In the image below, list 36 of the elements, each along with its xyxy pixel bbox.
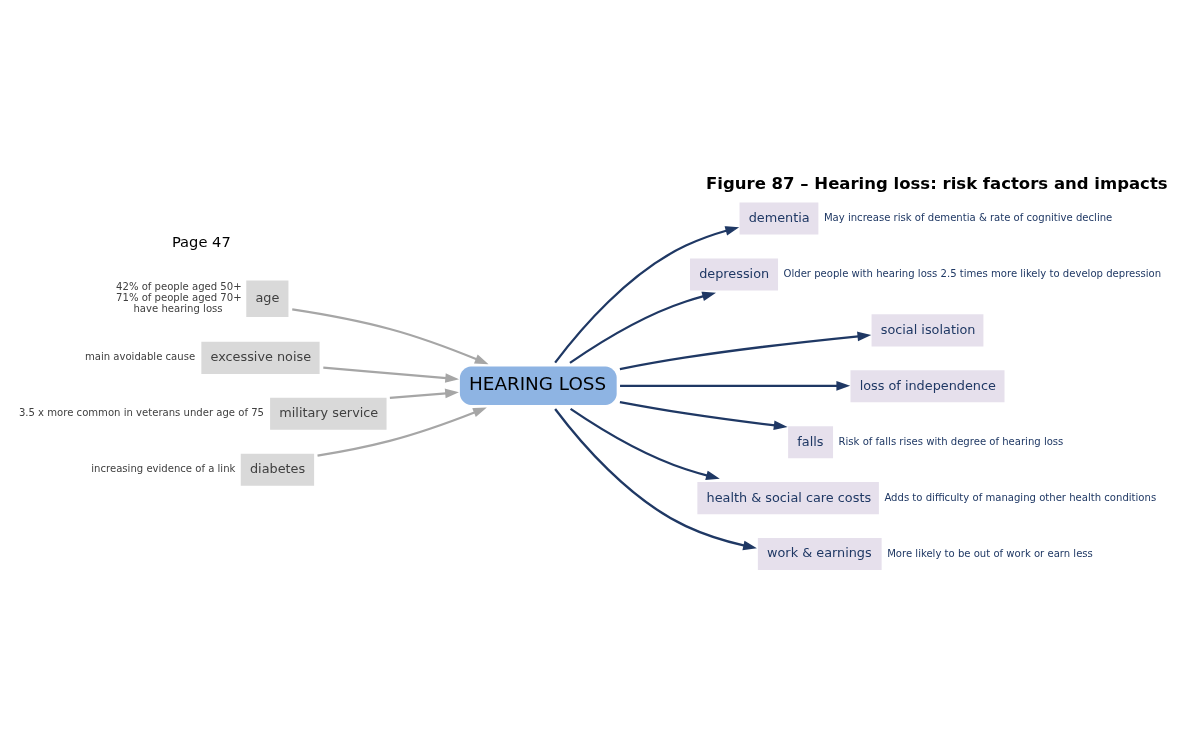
node-box: HEARING LOSS [459, 366, 617, 405]
node-box: diabetes [240, 453, 315, 486]
node-box: excessive noise [201, 341, 320, 374]
arrow [292, 307, 489, 364]
node-box: loss of independence [850, 369, 1005, 402]
node-label: May increase risk of dementia & rate of cognitive decline [823, 211, 1113, 223]
node-box: military service [270, 397, 387, 430]
node-label: 42% of people aged 50+ [116, 280, 242, 292]
label: Page 47 [171, 232, 231, 250]
node-box: work & earnings [757, 537, 882, 570]
node-box: health & social care costs [697, 481, 879, 514]
node-label: More likely to be out of work or earn less [887, 547, 1093, 559]
node-label: Risk of falls rises with degree of hearing loss [838, 435, 1064, 447]
arrow [619, 331, 872, 370]
node-box: depression [690, 257, 779, 290]
node-label: Older people with hearing loss 2.5 times more likely to develop depression [783, 267, 1162, 279]
arrow [323, 366, 460, 383]
arrow [620, 380, 851, 391]
arrow [619, 400, 788, 430]
node-label: main avoidable cause [84, 350, 196, 362]
arrow [569, 291, 716, 364]
node-box: age [246, 279, 289, 317]
node-box: social isolation [871, 313, 984, 346]
node-label: have hearing loss [133, 302, 223, 314]
arrow [554, 225, 740, 363]
arrow [389, 388, 459, 399]
arrow [317, 407, 487, 457]
node-label: increasing evidence of a link [91, 462, 236, 474]
arrow [569, 407, 720, 480]
arrow [554, 407, 757, 550]
node-box: falls [788, 425, 834, 458]
node-label: 3.5 x more common in veterans under age of 75 [18, 406, 265, 418]
diagram-title: Figure 87 – Hearing loss: risk factors and impacts [706, 173, 1168, 193]
node-label: Adds to difficulty of managing other health conditions [884, 491, 1157, 503]
node-label: 71% of people aged 70+ [116, 291, 242, 303]
node-box: dementia [739, 201, 819, 235]
